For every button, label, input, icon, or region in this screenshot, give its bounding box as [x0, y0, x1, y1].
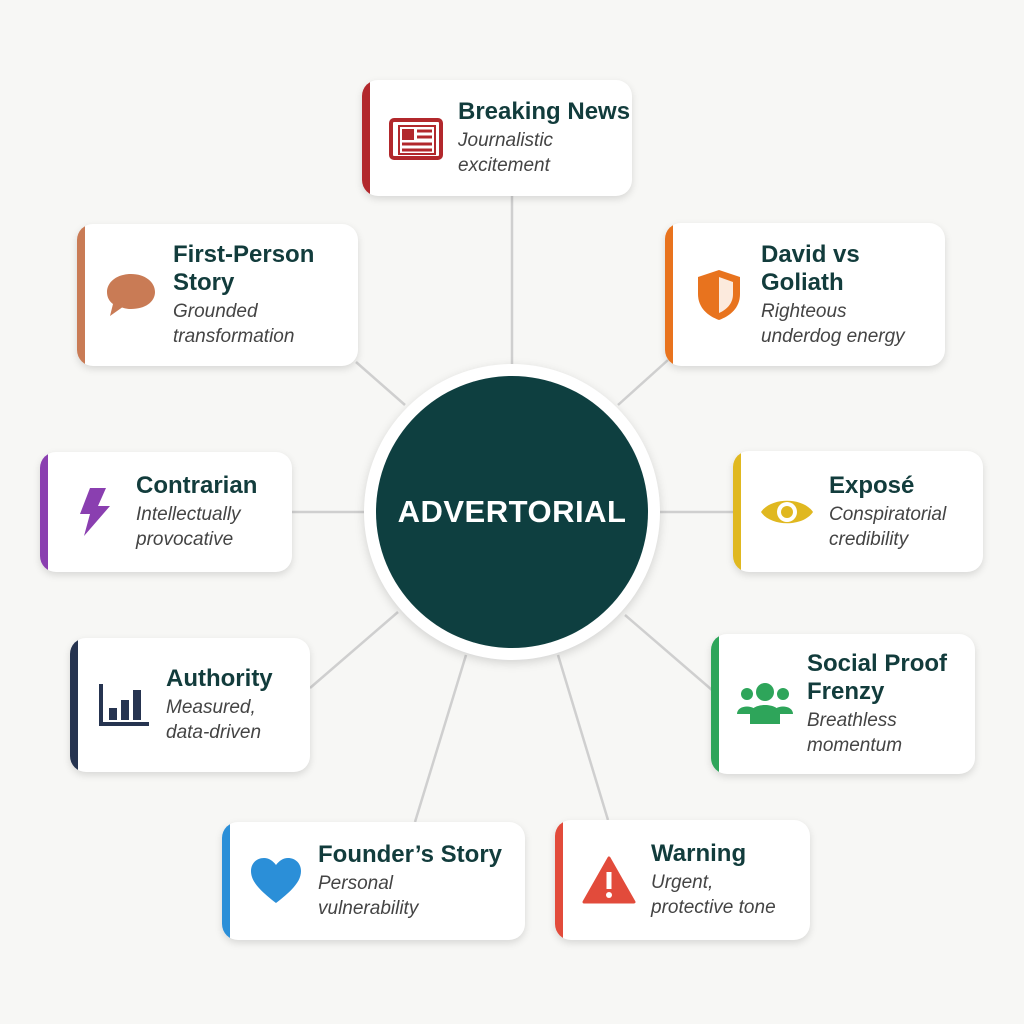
node-subtitle: Righteous: [761, 300, 847, 322]
accent-bar: [77, 224, 85, 366]
node-title: Social Proof: [807, 650, 948, 677]
speech-bubble-icon: [103, 267, 159, 323]
node-subtitle: credibility: [829, 528, 909, 550]
connector-founders-story: [413, 654, 468, 823]
accent-bar: [733, 451, 741, 572]
node-subtitle: underdog energy: [761, 325, 905, 347]
people-icon: [737, 676, 793, 732]
connector-first-person: [355, 361, 406, 406]
node-title-line2: Goliath: [761, 268, 844, 296]
accent-bar: [555, 820, 563, 940]
node-title: Founder’s Story: [318, 841, 503, 868]
lightning-icon: [66, 484, 122, 540]
node-title: Exposé: [829, 471, 915, 499]
connector-warning: [556, 654, 610, 821]
bar-chart-icon: [96, 677, 152, 733]
node-subtitle: Intellectually: [136, 504, 241, 525]
node-subtitle: Measured,: [166, 697, 256, 718]
node-subtitle: provocative: [136, 529, 234, 550]
node-title-line2: Story: [173, 269, 235, 296]
node-title: Warning: [651, 840, 747, 867]
node-title: David vs: [761, 240, 860, 268]
node-subtitle: data-driven: [166, 722, 262, 743]
node-subtitle: Urgent,: [651, 872, 714, 893]
node-subtitle: protective tone: [651, 897, 776, 918]
accent-bar: [70, 638, 78, 772]
node-subtitle: Conspiratorial: [829, 503, 947, 525]
node-title: Contrarian: [136, 472, 258, 499]
node-subtitle: vulnerability: [318, 898, 419, 919]
node-subtitle: Breathless: [807, 710, 897, 731]
accent-bar: [362, 80, 370, 196]
node-title: Authority: [166, 665, 273, 692]
node-subtitle: momentum: [807, 735, 903, 756]
center-label: ADVERTORIAL: [376, 376, 648, 648]
node-subtitle: Grounded: [173, 301, 258, 322]
shield-icon: [691, 267, 747, 323]
node-title: Breaking News: [458, 98, 631, 125]
warning-icon: [581, 852, 637, 908]
node-title-line2: Frenzy: [807, 678, 885, 705]
connector-authority: [309, 611, 399, 689]
node-subtitle: transformation: [173, 326, 295, 347]
node-subtitle: Journalistic: [458, 130, 554, 151]
node-title: First-Person: [173, 241, 315, 268]
eye-icon: [759, 484, 815, 540]
accent-bar: [711, 634, 719, 774]
heart-icon: [248, 853, 304, 909]
accent-bar: [665, 223, 673, 366]
newspaper-icon: [388, 110, 444, 166]
connector-david-goliath: [617, 359, 669, 406]
node-subtitle: excitement: [458, 155, 550, 176]
connector-social-proof: [624, 614, 713, 691]
accent-bar: [40, 452, 48, 572]
node-subtitle: Personal: [318, 873, 393, 894]
accent-bar: [222, 822, 230, 940]
center-hub: ADVERTORIAL: [364, 364, 660, 660]
